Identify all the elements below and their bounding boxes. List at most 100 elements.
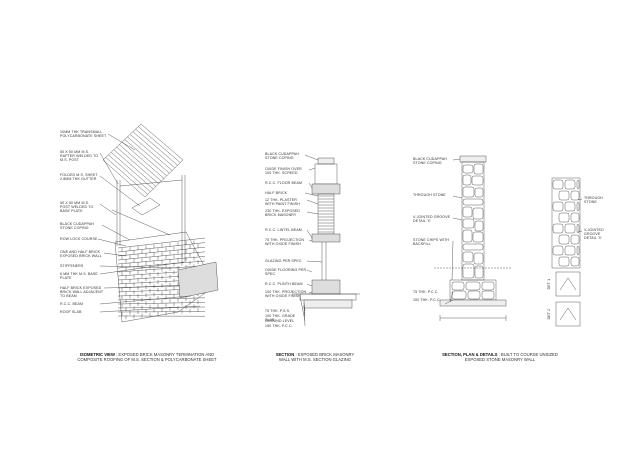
stone (474, 220, 484, 232)
section-leader-line (308, 182, 313, 189)
section-drawing (292, 154, 360, 327)
iso-leader-line (99, 265, 181, 269)
brick-course-line (117, 265, 206, 273)
roof-hatch-line (111, 152, 154, 190)
iso-leader-line (99, 203, 117, 216)
sec-label-12: 75 THK. P.S.S. (265, 309, 291, 313)
iso-label-8: 6 MM THK M.S. BASE PLATE (60, 272, 98, 281)
section-caption: SECTION : EXPOSED BRICK MASONRY WALL WIT… (270, 352, 360, 363)
iso-label-3: 50 X 50 MM M.S. POST WELDED TO BASE PLAT… (60, 201, 94, 214)
sec-label-9: OXIDE FLOORING PER SPEC. (265, 268, 307, 277)
iso-leader-line (103, 285, 181, 289)
brick-course-line (117, 297, 206, 301)
elevation-stone (558, 190, 570, 201)
sec-label-0: BLACK CUDAPPAH STONE COPING (265, 152, 299, 161)
polycarbonate-roof (102, 123, 184, 198)
plan-label-0: BLACK CUDAPPAH STONE COPING (413, 157, 447, 166)
iso-label-6: ONE AND HALF BRICK EXPOSED BRICK WALL (60, 250, 102, 259)
section-leader-line (304, 192, 319, 197)
elevation-stone (552, 201, 564, 212)
sec-label-14: GROUND LEVEL (265, 319, 295, 323)
elevation-stone (552, 223, 564, 234)
iso-leader-line (99, 295, 191, 305)
iso-label-5: ROW LOCK COURSE (60, 237, 98, 241)
brick-course-line (117, 256, 206, 265)
section-leader-line (306, 260, 323, 263)
stone (462, 251, 474, 263)
section-leader-line (303, 306, 306, 327)
elevation-stone (570, 234, 580, 245)
elevation-stone (570, 256, 580, 267)
elevation-stone (564, 201, 576, 212)
section-leader-line (304, 154, 319, 161)
section-leader-line (308, 239, 313, 242)
iso-label-9: HALF BRICK EXPOSED BRICK WALL ADJACENT T… (60, 286, 104, 299)
iso-label-7: STIFFENERS (60, 264, 84, 268)
plan-right-label-1: V-JOINTED GROOVE DETAIL 'X' (584, 228, 604, 241)
elevation-stone (576, 223, 580, 234)
elevation-stone (564, 179, 576, 190)
sec-label-11: 100 THK. PROJECTION WITH OXIDE FINISH (265, 290, 307, 299)
stone (473, 252, 484, 265)
iso-label-10: R.C.C. BEAM (60, 302, 84, 306)
stone (472, 207, 484, 220)
stone (462, 186, 475, 198)
elevation-stone (564, 223, 576, 234)
sec-label-6: R.C.C. LINTEL BEAM (265, 228, 302, 232)
roof-hatch (105, 126, 181, 195)
plan-leader-line (577, 198, 583, 201)
iso-leader-line (107, 133, 136, 151)
stone (474, 265, 484, 279)
plan-right-label-0: THROUGH STONE (584, 196, 603, 205)
iso-caption: ISOMETRIC VIEW : EXPOSED BRICK MASONRY T… (72, 352, 222, 363)
sec-label-2: R.C.C. FLOOR BEAM (265, 181, 303, 185)
stone (462, 206, 473, 218)
stone (451, 290, 467, 300)
iso-label-1: 50 X 50 MM M.S. RAFTER WELDED TO M.S. PO… (60, 150, 99, 163)
roof-hatch-line (108, 154, 151, 192)
section-caption-title: SECTION (275, 352, 295, 357)
sec-label-10: R.C.C. PLINTH BEAM (265, 282, 303, 286)
isometric-drawing (97, 123, 219, 323)
section-leader-line (306, 269, 313, 273)
section-leader-line (306, 211, 319, 215)
iso-label-4: BLACK CUDAPPAH STONE COPING (60, 222, 94, 231)
iso-caption-title: ISOMETRIC VIEW (79, 352, 115, 357)
plan-leader-line (452, 195, 463, 199)
plan-label-5: 100 THK. P.C.C. (413, 298, 441, 302)
stone (462, 263, 475, 279)
stone (467, 290, 481, 300)
roof-hatch-line (135, 128, 178, 166)
roof-hatch-line (119, 144, 162, 182)
stone (474, 187, 484, 198)
plan-label-4: 75 THK. P.C.C. (413, 290, 439, 294)
plan-caption: SECTION, PLAN & DETAILS : BUILT TO COURS… (440, 352, 560, 363)
plan-leader-line (452, 158, 461, 161)
iso-leader-line (97, 238, 127, 247)
detail-label-1: DET 1 (547, 278, 552, 290)
sec-label-1: OXIDE FINISH OVER 100 THK. SCREED (265, 167, 302, 176)
iso-label-11: ROOF SLAB (60, 310, 82, 314)
elevation-stone (576, 179, 580, 190)
elevation-stone (576, 201, 580, 212)
iso-leader-line (101, 224, 131, 241)
stone (473, 163, 484, 175)
sec-label-5: 230 THK. EXPOSED BRICK MASONRY (265, 209, 301, 218)
plan-leader-line (449, 291, 454, 303)
sec-label-3: HALF BRICK (265, 191, 288, 195)
roof-hatch-line (127, 136, 170, 174)
plan-label-3: STONE CHIPS WITH BACKFILL (413, 238, 450, 247)
roof-hatch-line (124, 139, 167, 177)
section-leader-line (303, 302, 306, 312)
elevation-stone (570, 190, 580, 201)
rcc-beam (177, 261, 219, 299)
elevation-stone (552, 179, 564, 190)
stone (462, 229, 473, 243)
roof-hatch-line (121, 141, 165, 179)
roof-hatch-line (132, 131, 175, 169)
section-leader-line (299, 295, 306, 322)
roof-hatch-line (138, 126, 181, 163)
brick-course-line (117, 242, 206, 253)
plan-leader-line (452, 217, 463, 221)
